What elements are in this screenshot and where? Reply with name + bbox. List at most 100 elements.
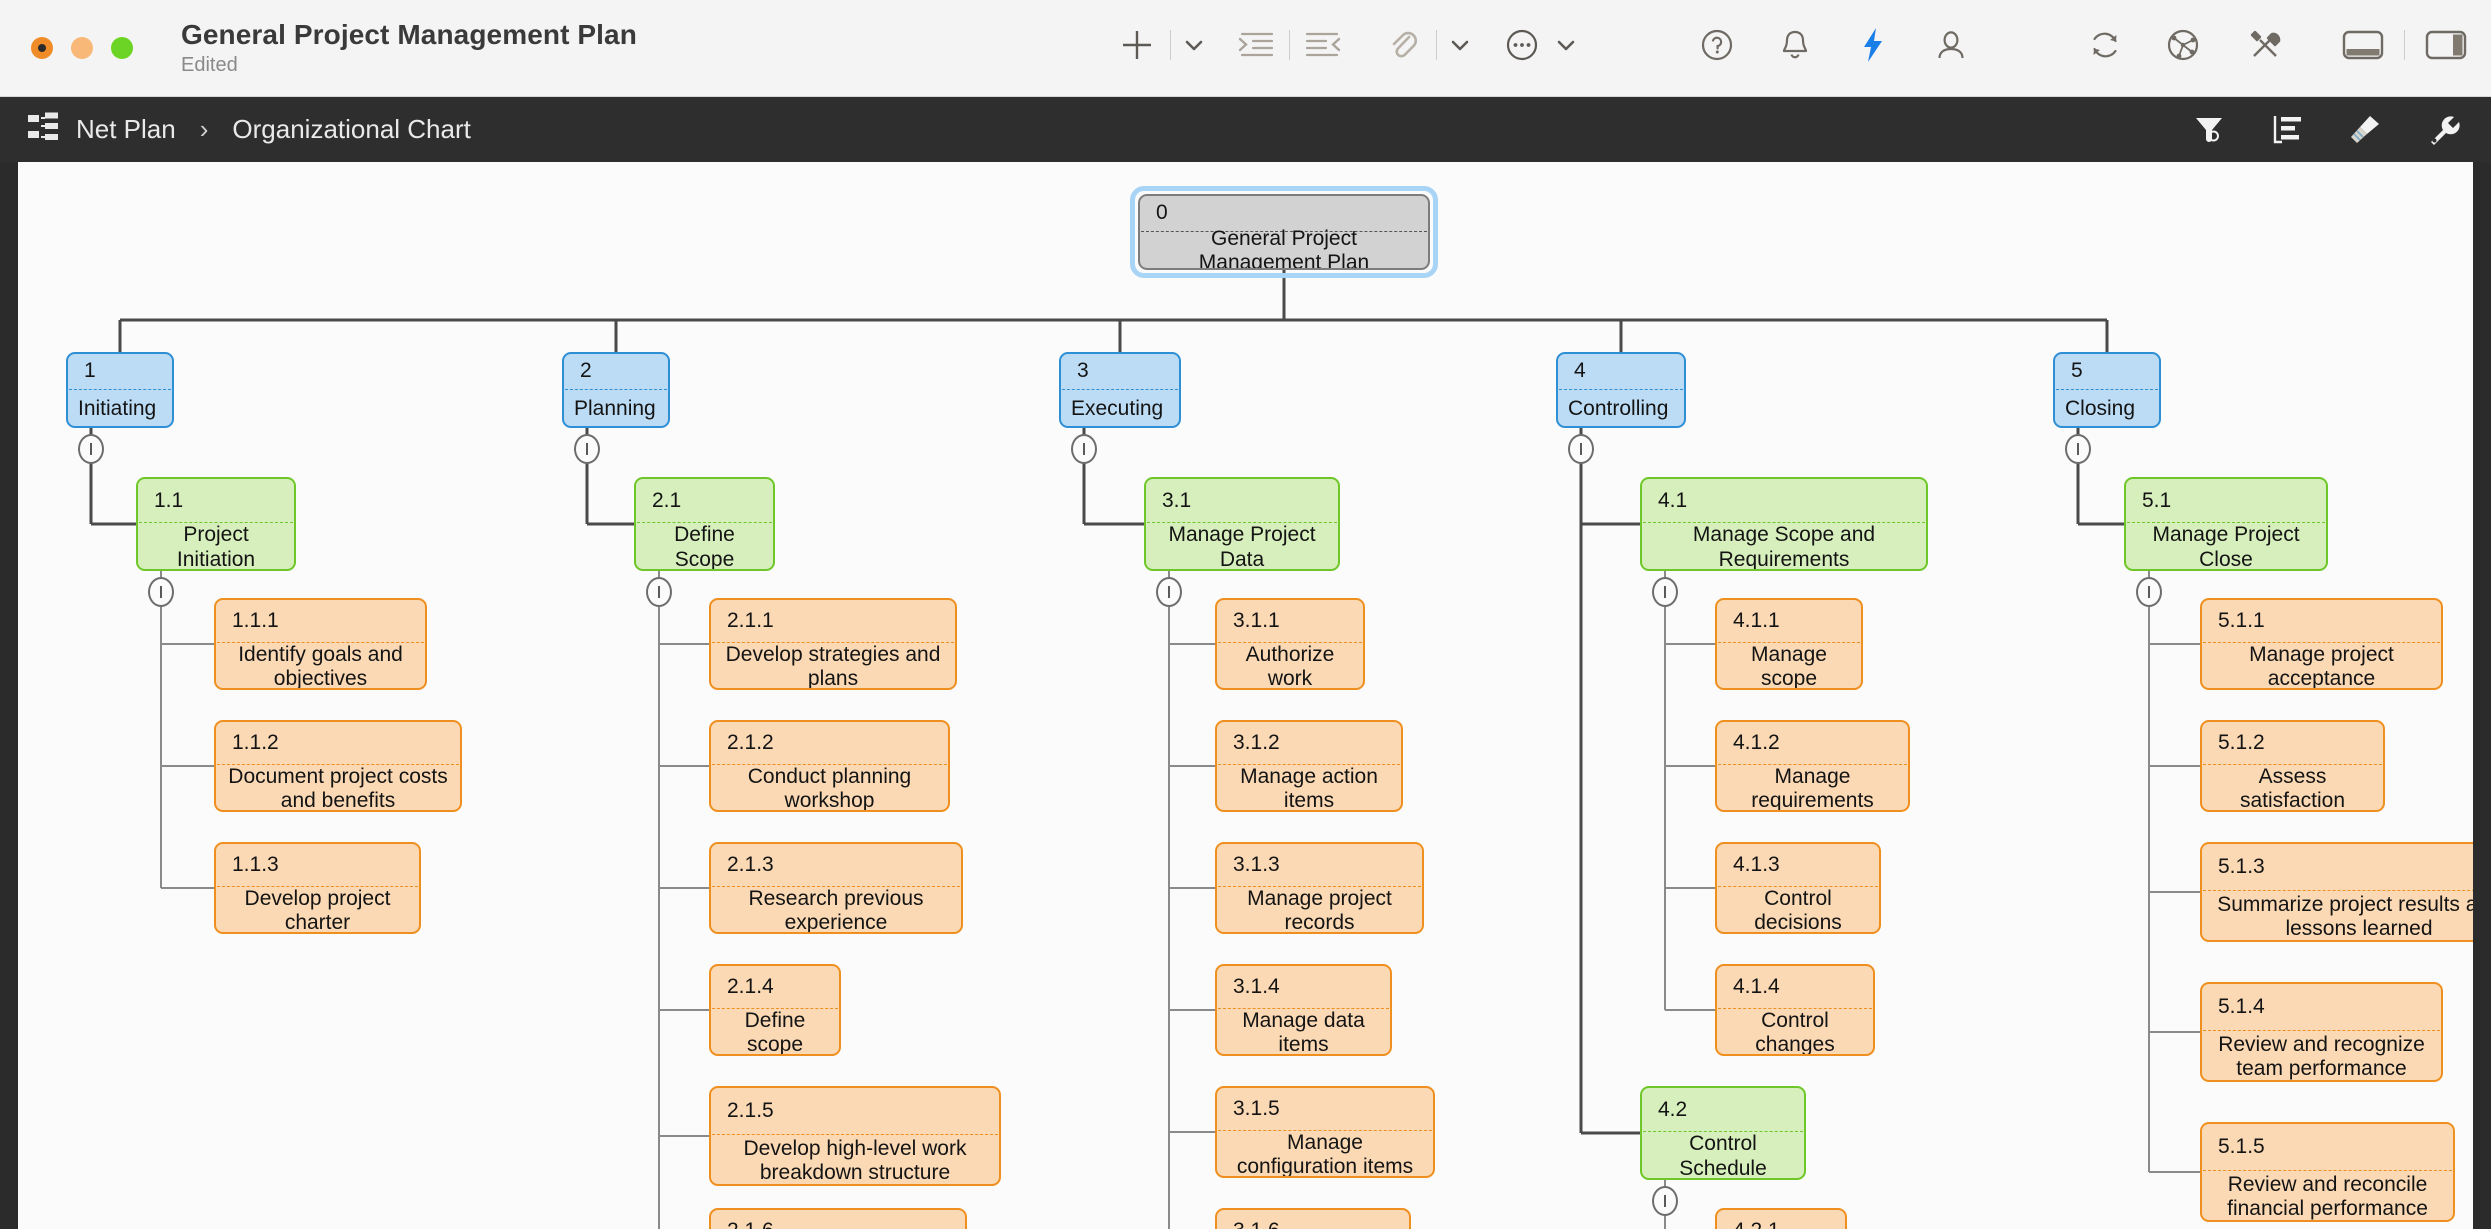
sync-icon[interactable]	[2078, 18, 2132, 72]
toggle-bar	[586, 443, 588, 455]
collapse-toggle[interactable]	[78, 434, 104, 464]
node-name: Research previous experience	[748, 886, 924, 934]
node-name: Identify goals and objectives	[238, 642, 403, 690]
node-divider	[1218, 642, 1362, 644]
toggle-bar	[90, 443, 92, 455]
node-id: 5.1	[2142, 488, 2172, 512]
collapse-toggle[interactable]	[2136, 577, 2162, 607]
notification-bell-icon[interactable]	[1768, 18, 1822, 72]
collapse-toggle[interactable]	[1568, 434, 1594, 464]
collapse-toggle[interactable]	[2065, 434, 2091, 464]
toggle-bar	[1168, 586, 1170, 598]
node-id: 1.1.1	[232, 609, 279, 633]
node-name: General Project Management Plan	[1198, 227, 1370, 270]
toggle-bar	[2148, 586, 2150, 598]
collapse-toggle[interactable]	[148, 577, 174, 607]
brush-icon[interactable]	[2345, 110, 2385, 150]
help-icon[interactable]	[1690, 18, 1744, 72]
add-icon[interactable]	[1110, 18, 1164, 72]
collapse-toggle[interactable]	[1652, 1186, 1678, 1216]
attachment-icon[interactable]	[1376, 18, 1430, 72]
attachment-dropdown-caret-icon[interactable]	[1443, 18, 1477, 72]
collapse-toggle[interactable]	[646, 577, 672, 607]
breadcrumb-item-net-plan[interactable]: Net Plan	[76, 114, 176, 144]
collapse-toggle[interactable]	[1652, 577, 1678, 607]
user-icon[interactable]	[1924, 18, 1978, 72]
node-name: Manage data items	[1242, 1008, 1365, 1056]
right-panel-icon[interactable]	[2419, 18, 2473, 72]
collapse-toggle[interactable]	[1156, 577, 1182, 607]
maximize-window-button[interactable]	[111, 37, 133, 59]
lightning-icon[interactable]	[1846, 18, 1900, 72]
bottom-panel-icon[interactable]	[2336, 18, 2390, 72]
hierarchy-icon[interactable]	[26, 112, 60, 147]
more-dropdown-caret-icon[interactable]	[1549, 18, 1583, 72]
collapse-toggle[interactable]	[1071, 434, 1097, 464]
wrench-icon[interactable]	[2423, 110, 2463, 150]
node-id: 3.1.2	[1233, 731, 1280, 755]
indent-left-icon[interactable]	[1296, 18, 1350, 72]
collapse-toggle[interactable]	[574, 434, 600, 464]
node-divider	[2203, 1030, 2440, 1032]
close-window-button[interactable]	[31, 37, 53, 59]
node-name: Define Scope	[674, 523, 735, 571]
network-globe-icon[interactable]	[2156, 18, 2210, 72]
more-icon[interactable]	[1495, 18, 1549, 72]
toolbar-divider	[1289, 30, 1290, 60]
node-id: 3.1.3	[1233, 853, 1280, 877]
node-id: 0	[1156, 201, 1168, 225]
node-id: 2.1.3	[727, 853, 774, 877]
chart-node[interactable]: 4.2.1	[1715, 1208, 1847, 1229]
tools-icon[interactable]	[2238, 18, 2292, 72]
add-dropdown-caret-icon[interactable]	[1177, 18, 1211, 72]
node-id: 4.2	[1658, 1097, 1688, 1121]
node-id: 3.1	[1162, 488, 1192, 512]
filter-icon[interactable]	[2189, 110, 2229, 150]
toolbar-right-group	[1690, 18, 2210, 72]
node-divider	[1141, 230, 1427, 232]
breadcrumb-item-organizational-chart[interactable]: Organizational Chart	[232, 114, 471, 144]
indent-right-icon[interactable]	[1229, 18, 1283, 72]
minimize-window-button[interactable]	[71, 37, 93, 59]
chart-node[interactable]: 2.1.6	[709, 1208, 967, 1229]
node-name: Initiating	[78, 397, 157, 421]
connector-lines	[89, 270, 2200, 1229]
outline-icon[interactable]	[2267, 110, 2307, 150]
chart-node[interactable]: 3.1.6	[1215, 1208, 1411, 1229]
